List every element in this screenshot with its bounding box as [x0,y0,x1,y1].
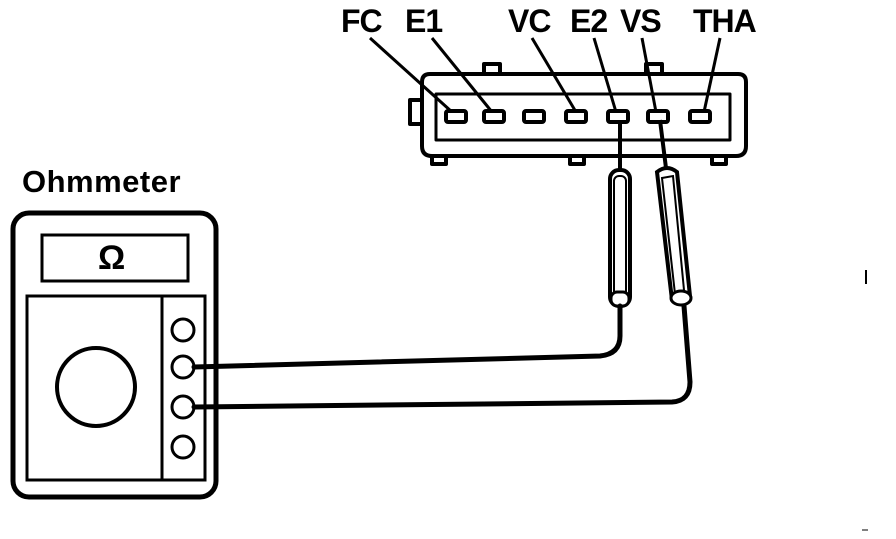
leader-e1 [430,37,494,113]
leader-fc [368,36,454,114]
pin-label-vs: VS [620,3,662,39]
pin-slot-tha [688,109,712,124]
lead-e2 [191,303,623,370]
label-leaders [368,36,722,114]
sensor-connector [408,62,748,166]
meter-panel [25,294,207,482]
pin-label-e2: E2 [570,3,608,39]
leader-vs [640,37,658,113]
pin-slot-e1 [482,109,506,124]
jack-4 [170,434,196,460]
pin-label-e1: E1 [405,3,443,39]
ohm-symbol-icon: Ω [98,239,126,277]
meter-title: Ohmmeter [22,164,182,199]
connector-bottom-tab [430,154,448,166]
ohmmeter-body [10,210,219,500]
leader-e2 [592,37,618,113]
meter-case [10,210,219,500]
pin-label-vc: VC [508,3,551,39]
pin-label-tha: THA [693,3,757,39]
test-leads [191,303,693,410]
pin-slot-fc [444,109,468,124]
pin-slot-blank [522,109,546,124]
meter-dial [55,346,137,428]
jack-1 [170,317,196,343]
connector-latch [408,98,422,126]
connector-inner [434,92,732,142]
connector-bottom-tab [710,154,728,166]
probe-vs [654,119,693,307]
lead-vs [191,303,693,410]
pin-slot-vs [646,109,670,124]
leader-tha [702,37,722,113]
probe-e2 [608,120,632,308]
pin-label-fc: FC [341,3,383,39]
connector-bottom-tab [568,154,586,166]
leader-vc [530,37,578,113]
meter-display [40,233,190,283]
